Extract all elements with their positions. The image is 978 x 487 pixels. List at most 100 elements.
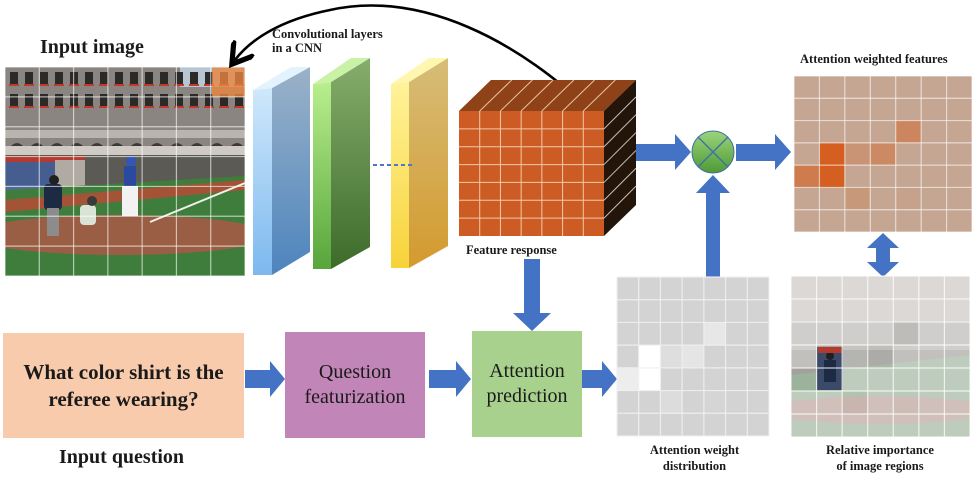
balcony-rail — [204, 106, 214, 108]
weighted-cell — [870, 165, 896, 188]
distribution-cell — [682, 413, 704, 436]
distribution-cell — [703, 413, 726, 436]
featurization-text-line2: featurization — [304, 386, 406, 408]
distribution-cell — [660, 277, 683, 300]
conv-layers-label-line1: Convolutional layers — [272, 27, 383, 41]
weighted-cell — [819, 98, 845, 121]
weighted-cell — [946, 187, 972, 210]
window — [10, 72, 18, 84]
arrow-distribution-to-multiply — [696, 175, 730, 277]
weighted-cell — [794, 165, 820, 188]
window — [25, 94, 33, 106]
weighted-cell — [844, 98, 871, 121]
arrow-weighted-relative — [867, 233, 899, 277]
question-text-line2: referee wearing? — [48, 386, 199, 411]
weighted-cell — [895, 165, 922, 188]
catcher-head — [87, 196, 97, 206]
input-image-label: Input image — [40, 36, 144, 58]
window — [160, 72, 168, 84]
distribution-cell — [703, 390, 726, 414]
distribution-cell — [638, 277, 661, 300]
balcony-rail — [24, 106, 34, 108]
importance-overlay-cell — [791, 414, 817, 437]
importance-overlay-cell — [893, 414, 919, 437]
distribution-cell — [747, 322, 769, 346]
attention-weight-label-line2: distribution — [662, 459, 727, 474]
distribution-cell — [660, 413, 683, 436]
window — [130, 72, 138, 84]
weighted-cell — [921, 142, 947, 166]
umpire-head — [49, 175, 59, 185]
weighted-cell — [895, 98, 922, 121]
importance-overlay-cell — [791, 345, 817, 368]
cube-top-line — [582, 79, 616, 112]
window — [190, 72, 198, 84]
window — [40, 72, 48, 84]
cube-top-line — [500, 79, 533, 112]
window — [115, 72, 123, 84]
distribution-cell — [703, 367, 726, 391]
flow-arrows — [245, 134, 899, 397]
cnn-layer-3 — [391, 58, 448, 268]
importance-overlay-cell — [867, 368, 894, 391]
cube-side-line — [603, 132, 637, 165]
question-text-line1: What color shirt is the — [23, 360, 224, 385]
weighted-cell — [819, 76, 845, 99]
distribution-cell — [638, 390, 661, 414]
curved-arrow — [235, 4, 599, 119]
importance-overlay-cell — [944, 299, 970, 322]
building-ledge — [5, 130, 245, 138]
weighted-cell — [870, 120, 896, 143]
attention-prediction-text-line2: prediction — [486, 385, 568, 407]
importance-overlay-cell — [867, 276, 894, 299]
weighted-cell — [946, 142, 972, 166]
importance-overlay-cell — [791, 391, 817, 414]
distribution-cell — [703, 299, 726, 323]
window — [145, 72, 153, 84]
importance-overlay-cell — [893, 345, 919, 368]
arrow-multiply-to-weighted — [736, 134, 791, 170]
balcony-rail — [114, 84, 124, 86]
importance-overlay-cell — [842, 276, 868, 299]
distribution-cell — [682, 345, 704, 368]
weighted-cell — [844, 120, 871, 143]
umpire — [44, 184, 62, 210]
window — [115, 94, 123, 106]
importance-overlay-cell — [791, 368, 817, 391]
cube-side-face — [604, 80, 636, 236]
importance-overlay-cell — [842, 322, 868, 345]
weighted-cell — [946, 165, 972, 188]
distribution-cell — [660, 390, 683, 414]
balcony-rail — [159, 84, 169, 86]
balcony-rail — [204, 84, 214, 86]
cube-side-line — [603, 114, 637, 148]
distribution-cell — [725, 277, 748, 300]
cube-side-line — [603, 185, 637, 219]
weighted-cell — [844, 209, 871, 232]
arrow-attention-to-distribution — [582, 361, 617, 397]
weighted-cell — [895, 187, 922, 210]
catcher — [80, 205, 96, 225]
weighted-cell — [870, 187, 896, 210]
weighted-cell — [921, 187, 947, 210]
weighted-cell — [946, 209, 972, 232]
cube-top-line — [479, 79, 513, 112]
importance-overlay-cell — [893, 276, 919, 299]
weighted-cell — [921, 165, 947, 188]
distribution-cell — [660, 367, 683, 391]
distribution-cell — [682, 390, 704, 414]
multiply-node — [691, 130, 735, 174]
importance-overlay-cell — [842, 345, 868, 368]
distribution-cell — [747, 367, 769, 391]
relative-importance-label: Relative importance of image regions — [800, 442, 960, 475]
attention-weighted-features-label: Attention weighted features — [800, 52, 948, 66]
balcony-rail — [144, 84, 154, 86]
distribution-cell — [617, 277, 639, 300]
importance-overlay-cell — [918, 414, 945, 437]
cube-side-line — [603, 167, 637, 201]
balcony-rail — [114, 106, 124, 108]
importance-overlay-cell — [918, 391, 945, 414]
balcony-rail — [9, 106, 19, 108]
arrow-feature-to-attention — [513, 259, 551, 331]
distribution-cell — [703, 345, 726, 368]
